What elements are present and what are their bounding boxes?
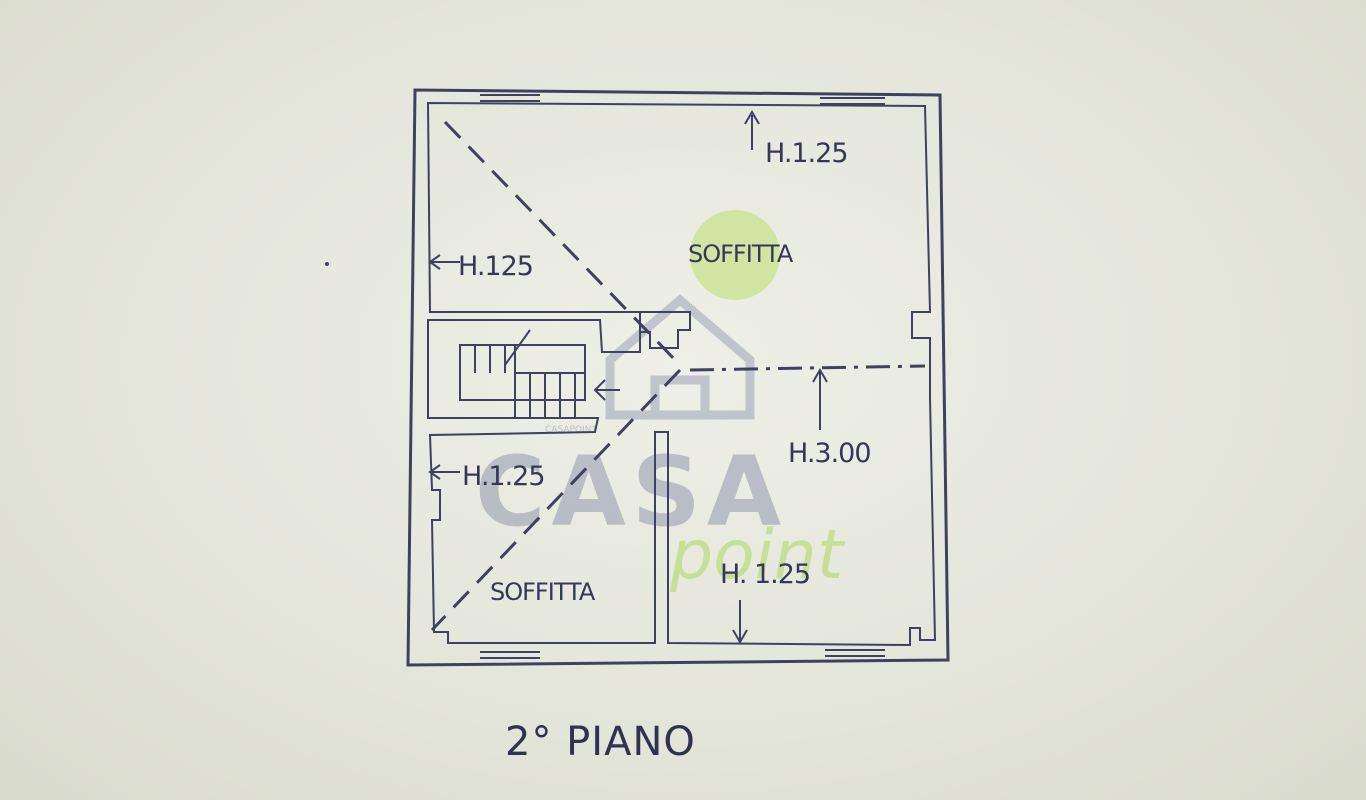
watermark-small: CASAPOINT bbox=[545, 425, 597, 435]
staircase bbox=[459, 329, 620, 418]
chimney bbox=[639, 311, 691, 349]
room-label-top: SOFFITTA bbox=[688, 240, 794, 268]
watermark-green-dot bbox=[690, 210, 780, 300]
roof-lines bbox=[430, 120, 926, 632]
labels: H.1.25 H.125 SOFFITTA H.3.00 H.1.25 SOFF… bbox=[458, 138, 872, 765]
height-label-bottom-left: H.1.25 bbox=[462, 461, 545, 492]
watermark-house-icon bbox=[605, 294, 755, 420]
room-label-bottom-left: SOFFITTA bbox=[490, 578, 596, 606]
height-arrows bbox=[428, 110, 828, 644]
height-label-top-left: H.125 bbox=[458, 251, 533, 282]
height-label-top-right: H.1.25 bbox=[765, 138, 848, 169]
speck bbox=[325, 262, 329, 266]
outer-walls bbox=[406, 88, 950, 667]
watermark-sub: point bbox=[669, 516, 846, 595]
height-label-center-right: H.3.00 bbox=[788, 438, 871, 469]
height-label-bottom-right: H. 1.25 bbox=[720, 559, 810, 590]
floor-title: 2° PIANO bbox=[505, 719, 696, 765]
